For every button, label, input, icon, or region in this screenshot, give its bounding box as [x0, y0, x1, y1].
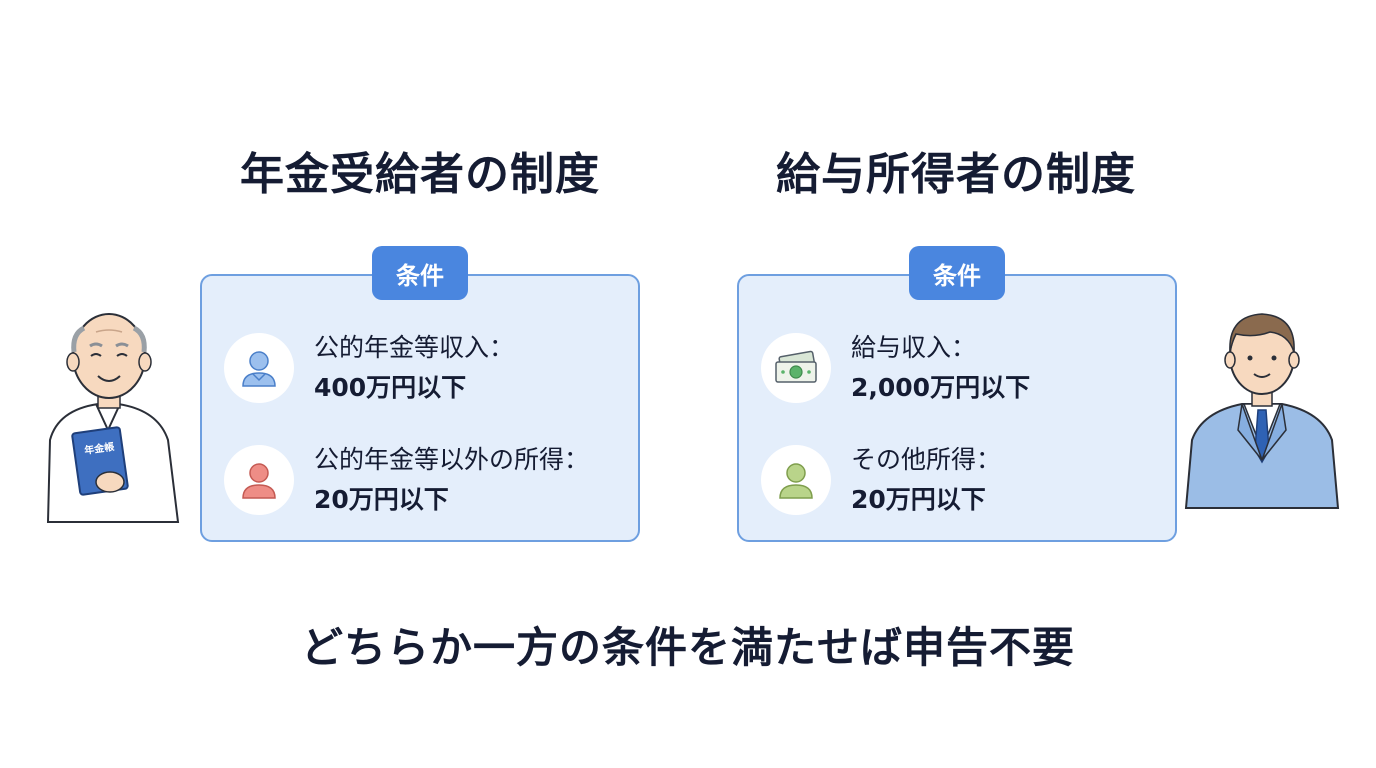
salaried-worker-illustration — [1180, 300, 1345, 519]
condition-badge: 条件 — [372, 246, 468, 300]
senior-pensioner-illustration: 年金帳 — [28, 300, 198, 529]
condition-value: 20万円以下 — [851, 485, 986, 514]
condition-row: 公的年金等収入： 400万円以下 — [224, 328, 514, 408]
condition-value: 2,000万円以下 — [851, 373, 1031, 402]
condition-value: 400万円以下 — [314, 373, 467, 402]
condition-label: 公的年金等以外の所得： — [314, 445, 590, 474]
person-blue-icon — [224, 333, 294, 403]
condition-value: 20万円以下 — [314, 485, 449, 514]
condition-row: 公的年金等以外の所得： 20万円以下 — [224, 440, 589, 520]
condition-label: その他所得： — [851, 445, 1002, 474]
condition-label: 公的年金等収入： — [314, 333, 515, 362]
right-panel-title: 給与所得者の制度 — [776, 149, 1136, 200]
person-red-icon — [224, 445, 294, 515]
money-bill-icon — [761, 333, 831, 403]
condition-row: その他所得： 20万円以下 — [761, 440, 1001, 520]
right-condition-card: 条件 給与収入： 2,000万円以下 その他所得： 20万円以下 — [737, 246, 1177, 542]
condition-row: 給与収入： 2,000万円以下 — [761, 328, 1030, 408]
footer-conclusion: どちらか一方の条件を満たせば申告不要 — [300, 623, 1075, 672]
person-green-icon — [761, 445, 831, 515]
left-condition-card: 条件 公的年金等収入： 400万円以下 公的年金等以外の所得： 20万円以下 — [200, 246, 640, 542]
booklet-label: 年金帳 — [83, 440, 115, 457]
left-panel-title: 年金受給者の制度 — [240, 149, 600, 200]
condition-label: 給与収入： — [851, 333, 977, 362]
condition-badge: 条件 — [909, 246, 1005, 300]
